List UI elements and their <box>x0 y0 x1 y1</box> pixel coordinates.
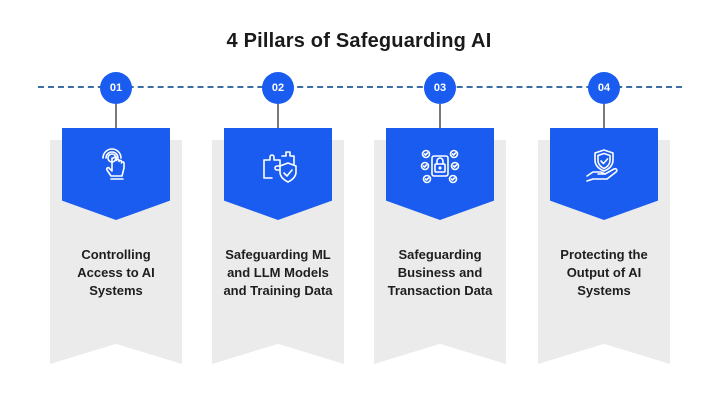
step-number-badge: 04 <box>588 72 620 104</box>
connector-line <box>277 104 279 128</box>
icon-badge <box>224 128 332 220</box>
pillar-label: Safeguarding ML and LLM Models and Train… <box>223 247 333 298</box>
connector-line <box>115 104 117 128</box>
shield-puzzle-icon <box>263 151 297 183</box>
icon-badge <box>550 128 658 220</box>
lock-checkmarks-icon <box>420 149 460 184</box>
touch-hand-icon <box>102 148 125 180</box>
hand-shield-icon <box>586 149 618 182</box>
timeline-dashed-line <box>38 86 682 88</box>
step-number-badge: 01 <box>100 72 132 104</box>
connector-line <box>603 104 605 128</box>
step-number-badge: 03 <box>424 72 456 104</box>
pillar-card-4: 04 Protecting the Output of AI Systems <box>538 72 670 364</box>
connector-line <box>439 104 441 128</box>
icon-badge <box>62 128 170 220</box>
pillar-label: Protecting the Output of AI Systems <box>560 247 648 298</box>
pillar-card-1: 01 Controlling Access to AI Systems <box>50 72 182 364</box>
pillar-card-2: 02 Safeguarding ML and LLM Models and Tr… <box>212 72 344 364</box>
pillar-label: Controlling Access to AI Systems <box>77 247 155 298</box>
pillar-label: Safeguarding Business and Transaction Da… <box>387 247 493 298</box>
icon-badge <box>386 128 494 220</box>
pillar-card-3: 03 Safeguarding Business and Transaction… <box>374 72 506 364</box>
page-title: 4 Pillars of Safeguarding AI <box>226 30 492 52</box>
step-number-badge: 02 <box>262 72 294 104</box>
